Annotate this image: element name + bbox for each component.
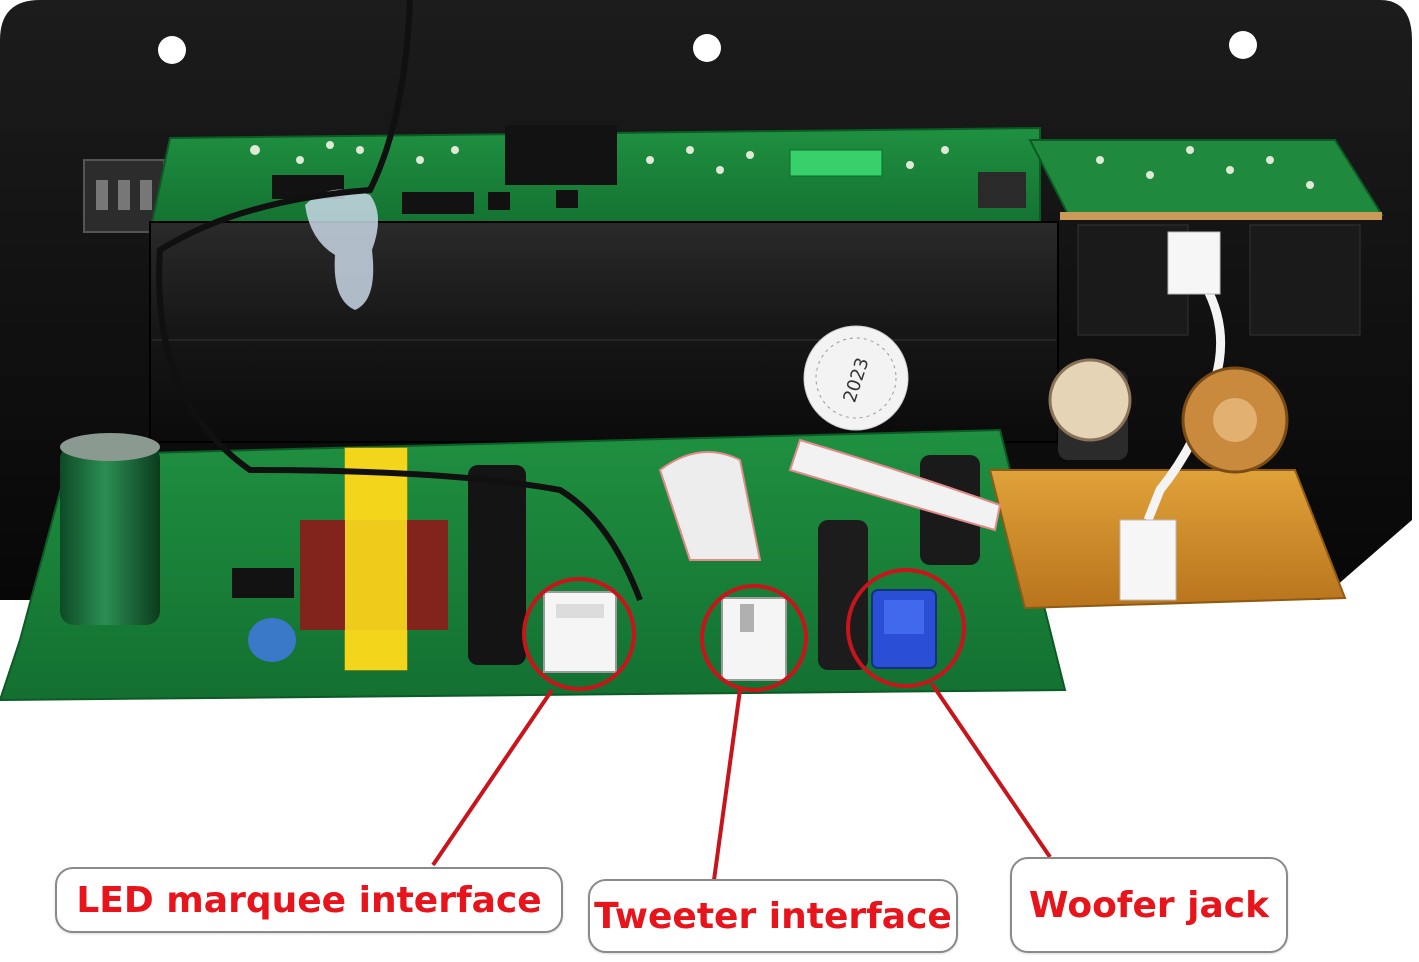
mount-hole [693, 34, 721, 62]
mount-hole [1229, 31, 1257, 59]
tweeter-callout-circle [700, 584, 808, 692]
led-marquee-interface-label: LED marquee interface [55, 867, 563, 933]
smd-part [978, 172, 1026, 208]
tweeter-interface-label: Tweeter interface [588, 879, 958, 953]
white-connector [1119, 519, 1177, 601]
control-pcb-right [1028, 139, 1384, 220]
solder-points [250, 141, 1314, 189]
mount-hole [158, 36, 186, 64]
heatsink [149, 221, 1059, 443]
ribbon-cable [658, 451, 762, 561]
woofer-jack-label: Woofer jack [1010, 857, 1288, 953]
woofer-callout-circle [846, 568, 966, 688]
electrolytic-capacitor [60, 445, 160, 625]
led-marquee-callout-circle [522, 577, 636, 691]
ic-chip [232, 568, 294, 598]
potentiometer-knob [1048, 358, 1132, 442]
ribbon-cable [788, 438, 1002, 532]
power-transistor [1249, 224, 1361, 336]
glue-blob [305, 189, 379, 310]
display-window [789, 149, 883, 177]
electrolytic-capacitor [468, 465, 526, 665]
black-wire [156, 0, 643, 602]
ic-chip [505, 125, 617, 185]
led-marquee-leader-line [431, 688, 554, 867]
electrolytic-capacitor [818, 520, 868, 670]
date-sticker [803, 325, 909, 431]
tweeter-leader-line [712, 689, 742, 881]
ic-chip [402, 192, 474, 214]
woofer-leader-line [930, 682, 1052, 859]
pcb-edge-amber [1060, 212, 1382, 220]
white-connector [1167, 231, 1221, 295]
ceramic-capacitor [248, 618, 296, 662]
